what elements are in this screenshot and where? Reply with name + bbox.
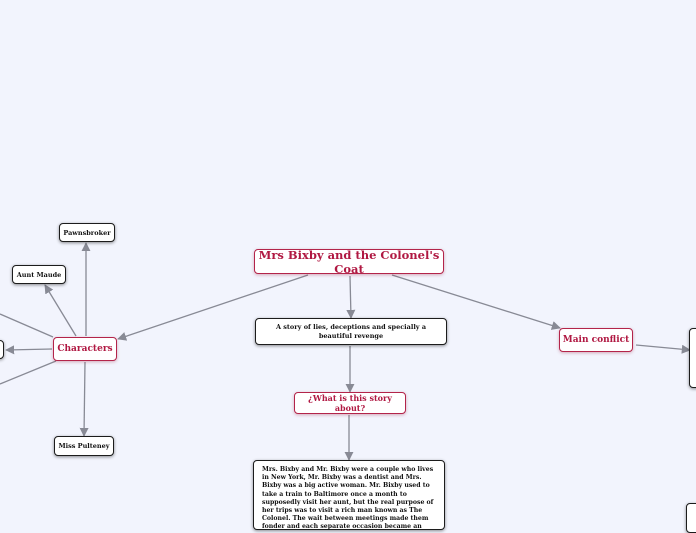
summary-node[interactable]: Mrs. Bixby and Mr. Bixby were a couple w… xyxy=(253,460,445,530)
edge-characters-aunt-maude xyxy=(44,284,77,337)
offscreen-node-bottom-right[interactable] xyxy=(686,503,696,533)
main-conflict-node[interactable]: Main conflict xyxy=(559,328,633,352)
edge-root-main-conflict xyxy=(391,274,561,330)
characters-node[interactable]: Characters xyxy=(53,337,117,361)
pawnbroker-label: Pawnsbroker xyxy=(63,228,111,237)
edge-characters-miss-pulteney xyxy=(79,361,89,437)
miss-pulteney-node[interactable]: Miss Pulteney xyxy=(54,436,114,456)
miss-pulteney-label: Miss Pulteney xyxy=(58,442,110,450)
tagline-label: A story of lies, deceptions and speciall… xyxy=(275,323,427,340)
edge-characters-offscreen-c xyxy=(0,360,57,385)
aunt-maude-label: Aunt Maude xyxy=(16,270,62,279)
what-about-node[interactable]: ¿What is this story about? xyxy=(294,392,406,414)
main-conflict-label: Main conflict xyxy=(562,335,630,345)
edge-characters-offscreen-a xyxy=(0,313,54,338)
aunt-maude-node[interactable]: Aunt Maude xyxy=(12,265,66,284)
root-node[interactable]: Mrs Bixby and the Colonel's Coat xyxy=(254,247,444,276)
edge-root-tagline xyxy=(346,275,356,319)
tagline-node[interactable]: A story of lies, deceptions and speciall… xyxy=(255,318,447,345)
offscreen-node-left[interactable] xyxy=(0,340,4,359)
characters-label: Characters xyxy=(57,344,113,354)
edge-characters-offscreen-b xyxy=(5,345,53,355)
edge-root-characters xyxy=(117,274,309,341)
what-about-label: ¿What is this story about? xyxy=(308,393,392,413)
connector-layer xyxy=(0,242,691,461)
root-label: Mrs Bixby and the Colonel's Coat xyxy=(258,247,440,276)
pawnbroker-node[interactable]: Pawnsbroker xyxy=(59,223,115,242)
summary-text: Mrs. Bixby and Mr. Bixby were a couple w… xyxy=(262,466,434,530)
offscreen-node-right[interactable] xyxy=(689,328,696,388)
edge-main-conflict-offscreen xyxy=(635,344,691,354)
